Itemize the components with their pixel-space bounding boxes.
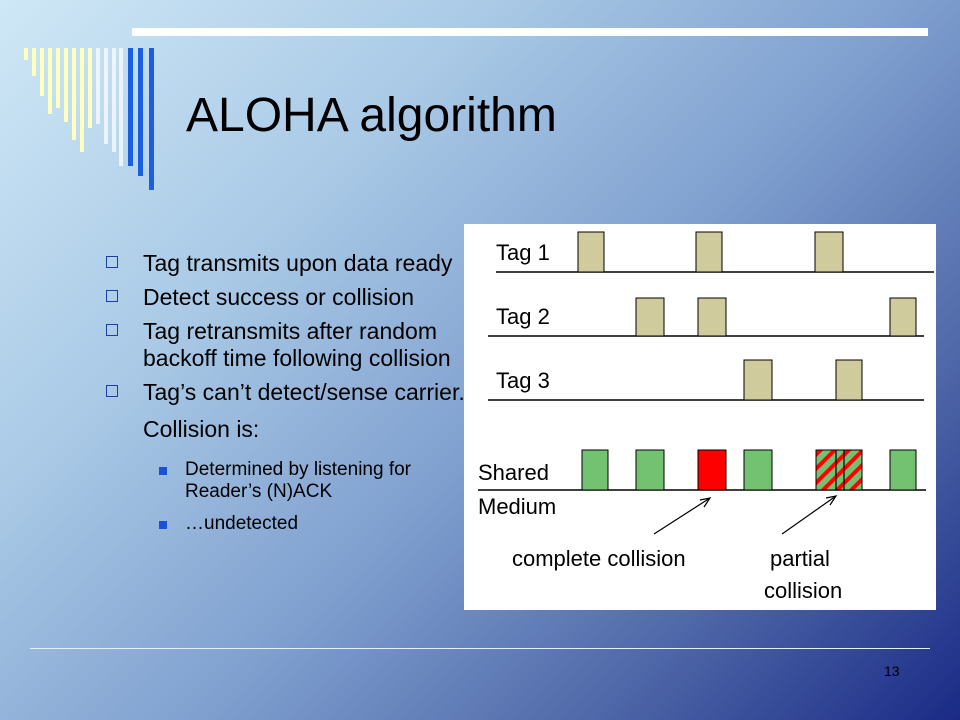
hollow-square-bullet-icon: [106, 385, 118, 397]
slide-title: ALOHA algorithm: [186, 89, 557, 142]
tag2-packet: [697, 297, 727, 337]
tag3-packet: [743, 359, 773, 401]
partial-collision-packet: [815, 449, 863, 491]
decorative-stripes: [24, 48, 154, 190]
partial-collision-label-line2: collision: [764, 578, 842, 603]
bullet-text: Tag transmits upon data ready: [143, 250, 453, 276]
tag2-packet: [889, 297, 917, 337]
complete-collision-packet: [697, 449, 727, 491]
bullet-text: Tag’s can’t detect/sense carrier.: [143, 379, 465, 405]
success-packet: [889, 449, 917, 491]
tag3-label: Tag 3: [496, 368, 550, 393]
hollow-square-bullet-icon: [106, 324, 118, 336]
tag1-packet: [577, 231, 605, 273]
filled-square-bullet-icon: [159, 467, 167, 475]
shared-medium-label-line1: Shared: [478, 460, 549, 485]
complete-collision-arrow: [653, 497, 711, 535]
hollow-square-bullet-icon: [106, 256, 118, 268]
bullet-item: Tag transmits upon data ready: [106, 250, 466, 277]
tag3-packet: [835, 359, 863, 401]
tag1-label: Tag 1: [496, 240, 550, 265]
top-rule: [132, 28, 928, 36]
success-packet: [581, 449, 609, 491]
hollow-square-bullet-icon: [106, 290, 118, 302]
sub-bullet-text: Determined by listening for Reader’s (N)…: [185, 459, 411, 502]
bullet-item: Detect success or collision: [106, 284, 466, 311]
sub-bullet-text: …undetected: [185, 513, 299, 534]
bullet-text: Detect success or collision: [143, 284, 414, 310]
bullet-item-continuation: Collision is:: [106, 416, 466, 443]
timing-diagram-svg: Tag 1 Tag 2 Tag 3 Shared Medium: [478, 231, 934, 603]
bullet-list: Tag transmits upon data ready Detect suc…: [106, 250, 466, 545]
bullet-item: Tag’s can’t detect/sense carrier.: [106, 379, 466, 406]
tag1-packet: [695, 231, 723, 273]
tag1-packet: [814, 231, 844, 273]
shared-medium-label-line2: Medium: [478, 494, 556, 519]
tag2-label: Tag 2: [496, 304, 550, 329]
footer-rule: [30, 648, 930, 649]
success-packet: [635, 449, 665, 491]
tag2-packet: [635, 297, 665, 337]
filled-square-bullet-icon: [159, 521, 167, 529]
success-packet: [743, 449, 773, 491]
complete-collision-label: complete collision: [512, 546, 686, 571]
partial-collision-label-line1: partial: [770, 546, 830, 571]
bullet-text: Collision is:: [143, 416, 260, 442]
sub-bullet-item: Determined by listening for Reader’s (N)…: [106, 459, 466, 503]
page-number: 13: [884, 663, 900, 679]
partial-collision-arrow: [781, 495, 837, 535]
bullet-text: Tag retransmits after random backoff tim…: [143, 318, 451, 371]
bullet-item: Tag retransmits after random backoff tim…: [106, 318, 466, 372]
sub-bullet-item: …undetected: [106, 513, 466, 535]
aloha-timing-diagram: Tag 1 Tag 2 Tag 3 Shared Medium: [464, 224, 936, 610]
